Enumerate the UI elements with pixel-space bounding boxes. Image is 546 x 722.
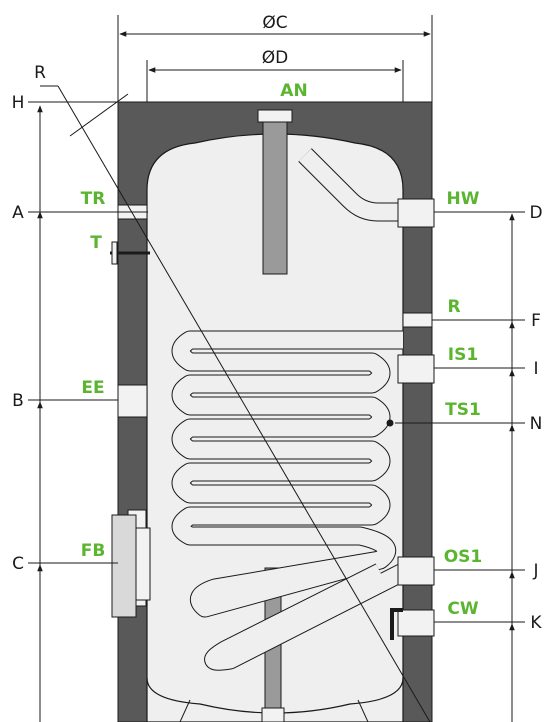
label-is1: IS1 [448, 345, 478, 365]
label-dim-d: ØD [262, 48, 288, 68]
label-dim-k: K [530, 613, 542, 633]
label-dim-b: B [12, 391, 24, 411]
anode-cap [257, 109, 293, 123]
label-dim-r-diagonal: R [34, 63, 46, 83]
hot-water-pipe-fill [298, 148, 403, 221]
label-fb: FB [81, 541, 106, 561]
label-dim-h: H [12, 93, 25, 113]
cw-connector [390, 608, 435, 640]
label-an: AN [280, 81, 307, 101]
ts1-sensor [386, 419, 394, 427]
ee-connector [117, 384, 148, 418]
label-dim-a: A [12, 203, 24, 223]
tank-foot-right [357, 699, 369, 722]
label-dim-j: J [532, 561, 538, 581]
label-hw: HW [447, 189, 480, 209]
label-r: R [447, 297, 460, 317]
is1-connector [397, 354, 435, 384]
thermometer-t [110, 241, 150, 265]
label-dim-d-height: D [529, 203, 542, 223]
right-dimension-lines [395, 211, 525, 722]
bottom-rod-cap [261, 707, 285, 722]
hw-connector [397, 198, 435, 228]
label-dim-c-height: C [12, 554, 24, 574]
r-connector [402, 312, 433, 328]
label-ee: EE [81, 378, 104, 398]
anode-rod [262, 121, 288, 275]
tank-foot-left [179, 699, 191, 722]
diagonal-r-line [57, 85, 431, 722]
os1-connector [397, 556, 435, 586]
label-dim-f: F [531, 311, 541, 331]
label-dim-c: ØC [262, 13, 287, 33]
label-dim-i: I [533, 359, 538, 379]
label-cw: CW [447, 599, 478, 619]
label-t: T [90, 233, 102, 253]
label-ts1: TS1 [445, 400, 481, 420]
label-dim-n: N [530, 414, 543, 434]
label-os1: OS1 [444, 547, 483, 567]
label-tr: TR [81, 189, 106, 209]
fb-flange [111, 509, 151, 618]
left-dimension-lines [28, 105, 148, 722]
heat-exchanger-coil [171, 330, 408, 671]
